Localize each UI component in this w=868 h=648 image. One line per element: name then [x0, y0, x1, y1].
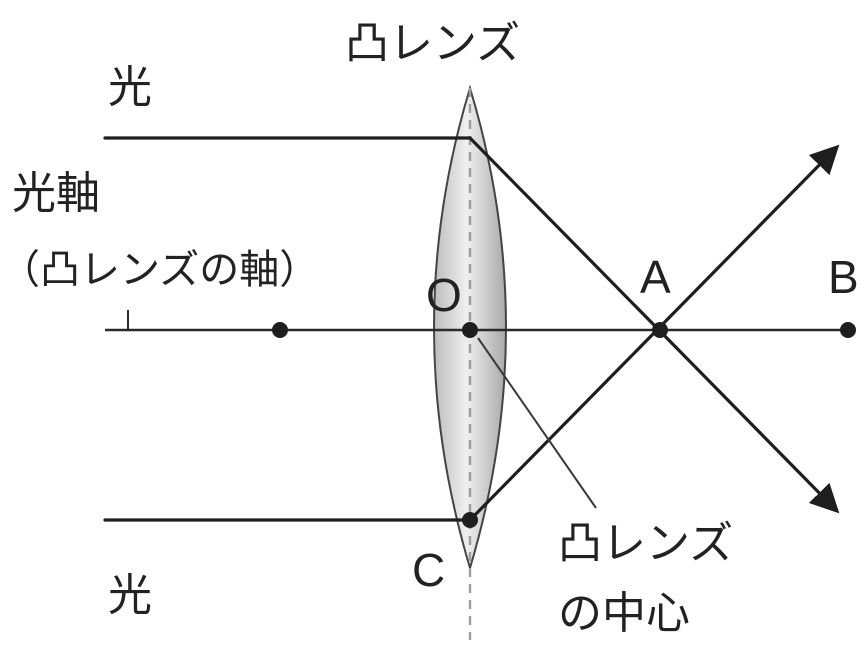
point-b-label: B: [828, 251, 859, 303]
lens-center-leader-line: [477, 337, 597, 509]
point-a-label: A: [640, 251, 671, 303]
point-c-label: C: [412, 544, 445, 596]
point-o-dot: [462, 322, 478, 338]
refracted-ray-bottom: [468, 144, 840, 522]
point-o-label: O: [426, 269, 462, 321]
focal-point-left: [272, 322, 288, 338]
light-bottom-label: 光: [108, 570, 152, 621]
light-top-label: 光: [108, 62, 152, 113]
lens-center-label-line1: 凸レンズ: [558, 518, 733, 569]
refracted-ray-top: [468, 136, 840, 514]
lens-title-label: 凸レンズ: [345, 18, 520, 69]
point-a-dot: [652, 322, 668, 338]
lens-center-label-line2: の中心: [558, 588, 690, 639]
optical-axis-note-label: （凸レンズの軸）: [0, 247, 319, 293]
point-c-dot: [462, 512, 478, 528]
point-b-dot: [840, 322, 856, 338]
optical-axis-label: 光軸: [12, 168, 100, 219]
